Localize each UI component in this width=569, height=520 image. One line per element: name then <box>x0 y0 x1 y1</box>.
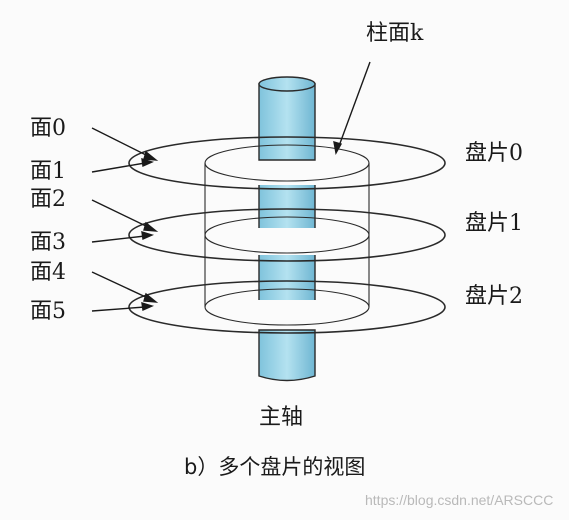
spindle-label: 主轴 <box>259 405 303 430</box>
surface-pointers <box>91 61 371 312</box>
cylinder-label: 柱面k <box>366 21 424 46</box>
surface-label-4: 面4 <box>30 260 66 285</box>
spindle <box>258 76 316 382</box>
surface-label-2: 面2 <box>30 187 66 212</box>
surface-label-1: 面1 <box>30 159 66 184</box>
platter-2 <box>128 280 446 334</box>
watermark: https://blog.csdn.net/ARSCCC <box>365 492 553 508</box>
platter-label-0: 盘片0 <box>465 141 523 166</box>
platter-label-2: 盘片2 <box>465 284 523 309</box>
platter-1 <box>128 208 446 262</box>
surface-label-0: 面0 <box>30 116 66 141</box>
platter-0 <box>128 136 446 190</box>
surface-label-3: 面3 <box>30 230 66 255</box>
platter-label-1: 盘片1 <box>465 211 523 236</box>
surface-label-5: 面5 <box>30 299 66 324</box>
cylinder-k <box>204 144 370 326</box>
figure-caption: b）多个盘片的视图 <box>184 455 365 479</box>
